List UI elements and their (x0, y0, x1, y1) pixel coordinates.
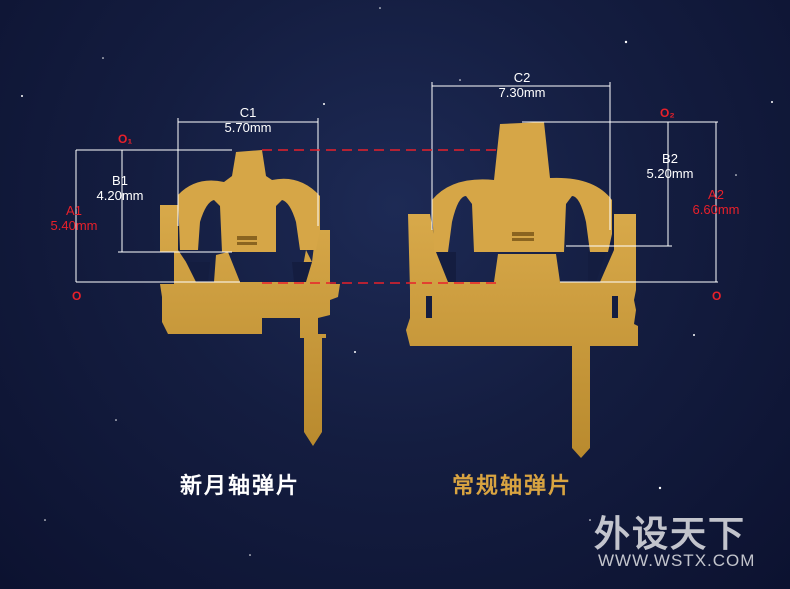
right-base-plate (406, 214, 638, 458)
c1-label: C1 (239, 105, 257, 120)
right-origin-top: O₂ (660, 106, 675, 120)
left-origin-bottom: O (72, 289, 82, 303)
b2-label: B2 (662, 151, 678, 166)
left-origin-top: O₁ (118, 132, 133, 146)
a2-label: A2 (708, 187, 724, 202)
right-base-cutout-right (588, 252, 606, 282)
b1-value: 4.20mm (96, 188, 144, 203)
right-c-dimension-label: C2 7.30mm (490, 70, 554, 100)
left-spring-wings (178, 150, 320, 252)
right-base-slot-left (426, 296, 432, 318)
left-base-plate (160, 205, 340, 446)
right-spring-wings (432, 122, 612, 252)
right-origin-bottom: O (712, 289, 722, 303)
left-base-cutout-right (292, 262, 312, 282)
starfield (21, 7, 773, 556)
c2-value: 7.30mm (498, 85, 546, 100)
left-c-dimension-label: C1 5.70mm (218, 105, 278, 135)
c2-label: C2 (513, 70, 531, 85)
right-tab-slot (512, 232, 534, 236)
right-base-slot-right (612, 296, 618, 318)
watermark-brand: 外设天下 (594, 513, 747, 554)
watermark-url: WWW.WSTX.COM (598, 551, 756, 570)
left-dimension-lines (75, 118, 319, 283)
left-tab-slot (237, 236, 257, 240)
left-b-dimension-label: B1 4.20mm (88, 173, 152, 203)
regular-spring-caption: 常规轴弹片 (452, 473, 573, 498)
reference-lines (262, 149, 500, 284)
left-a-dimension-label: A1 5.40mm (42, 203, 106, 233)
b1-label: B1 (112, 173, 128, 188)
a1-label: A1 (66, 203, 82, 218)
moon-spring-left (75, 118, 340, 446)
a1-value: 5.40mm (50, 218, 98, 233)
right-dimension-lines (431, 82, 718, 283)
regular-spring-right (406, 82, 718, 458)
right-base-cutout-left (436, 252, 456, 282)
moon-spring-caption: 新月轴弹片 (180, 473, 301, 498)
b2-value: 5.20mm (646, 166, 694, 181)
left-base-cutout-left (186, 262, 210, 282)
right-b-dimension-label: B2 5.20mm (638, 151, 702, 181)
a2-value: 6.60mm (692, 202, 740, 217)
c1-value: 5.70mm (224, 120, 272, 135)
right-a-dimension-label: A2 6.60mm (684, 187, 748, 217)
